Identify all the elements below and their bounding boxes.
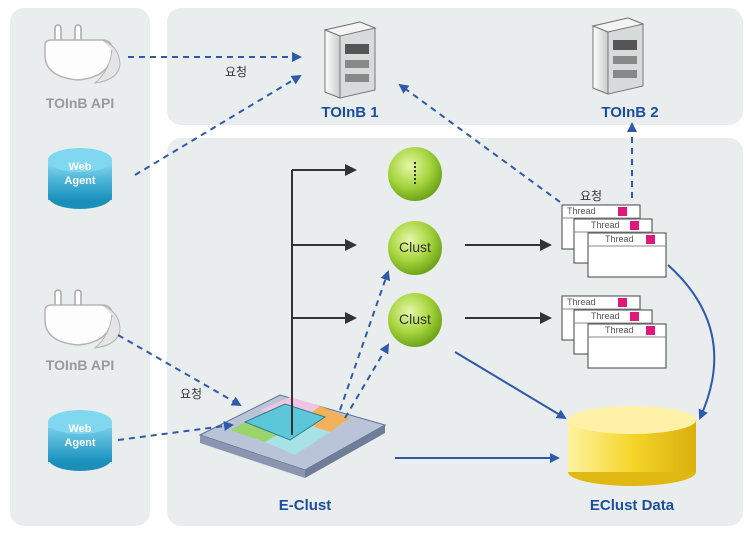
plug-icon (44, 24, 121, 84)
database-cylinder-icon (568, 406, 696, 486)
data-flow-arrows (395, 264, 716, 463)
server-2-label: TOInB 2 (601, 104, 659, 121)
request-dashed-arrows (117, 52, 637, 441)
thread-label: Thread (605, 325, 634, 335)
web-agent-cylinder-icon (48, 148, 112, 209)
toinb-api-label: TOInB API (45, 357, 115, 373)
thread-label: Thread (591, 220, 620, 230)
eclust-data-label: EClust Data (589, 497, 675, 514)
thread-stack-icon (561, 295, 667, 369)
clust-node (388, 293, 442, 347)
server-icon (591, 17, 645, 95)
web-agent-label: Web Agent (64, 423, 96, 449)
toinb-api-label: TOInB API (45, 95, 115, 111)
request-label: 요청 (180, 387, 203, 401)
thread-stack-icon (561, 204, 667, 278)
thread-label: Thread (591, 311, 620, 321)
thread-label: Thread (605, 234, 634, 244)
clust-label: Clust (399, 311, 431, 327)
servers-panel (167, 8, 743, 125)
request-label: 요청 (580, 189, 603, 203)
thread-label: Thread (567, 297, 596, 307)
clust-node (388, 221, 442, 275)
clust-label: Clust (399, 239, 431, 255)
server-1-label: TOInB 1 (321, 104, 379, 121)
request-label: 요청 (225, 65, 248, 79)
clust-node-ellipsis (388, 147, 442, 201)
eclust-fanout-arrows (291, 164, 552, 435)
plug-icon (44, 289, 121, 349)
web-agent-label: Web Agent (64, 161, 96, 187)
web-agent-cylinder-icon (48, 410, 112, 471)
eclust-label: E-Clust (278, 497, 332, 514)
server-icon (323, 21, 377, 99)
thread-label: Thread (567, 206, 596, 216)
